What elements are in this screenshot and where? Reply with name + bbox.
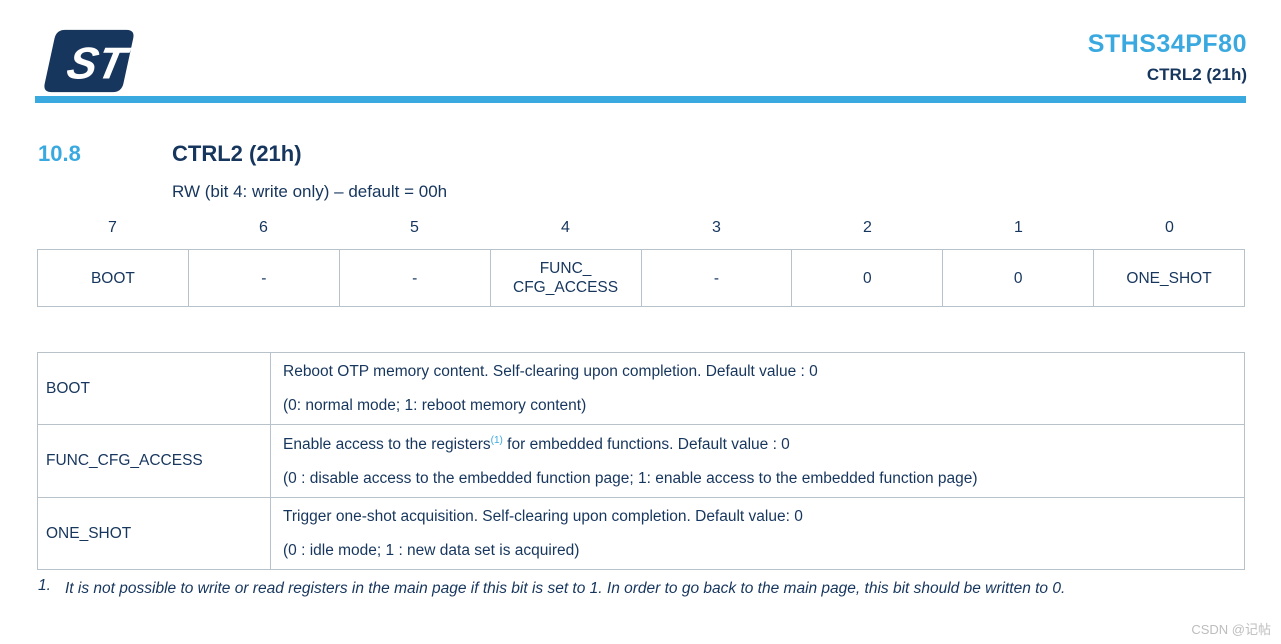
footnote-reference[interactable]: (1) — [490, 434, 503, 446]
bit-index-6: 6 — [259, 219, 268, 236]
desc-line: Enable access to the registers(1) for em… — [283, 435, 1234, 454]
field-name-func-cfg-access: FUNC_CFG_ACCESS — [37, 424, 271, 498]
table-row: FUNC_CFG_ACCESS Enable access to the reg… — [37, 424, 1245, 498]
desc-line: Reboot OTP memory content. Self-clearing… — [283, 363, 818, 380]
table-row: BOOT Reboot OTP memory content. Self-cle… — [37, 352, 1245, 425]
bit-field-4-line2: CFG_ACCESS — [513, 279, 619, 296]
desc-line: Trigger one-shot acquisition. Self-clear… — [283, 508, 803, 525]
desc-text-post: for embedded functions. Default value : … — [502, 435, 790, 453]
bit-index-4: 4 — [561, 219, 570, 236]
bit-description-table: BOOT Reboot OTP memory content. Self-cle… — [37, 352, 1245, 570]
desc-text-pre: Enable access to the registers — [283, 435, 491, 453]
header-titles: STHS34PF80 CTRL2 (21h) — [1088, 30, 1247, 85]
field-name-boot: BOOT — [37, 352, 271, 425]
footnote: 1. It is not possible to write or read r… — [38, 577, 1200, 600]
table-row: ONE_SHOT Trigger one-shot acquisition. S… — [37, 497, 1245, 570]
header-rule — [35, 96, 1246, 103]
bit-index-row: 7 6 5 4 3 2 1 0 — [37, 219, 1245, 237]
field-name-one-shot: ONE_SHOT — [37, 497, 271, 570]
bit-index-0: 0 — [1165, 219, 1174, 236]
register-bit-table: BOOT - - FUNC_ CFG_ACCESS - 0 0 ONE_SHOT — [37, 249, 1245, 307]
bit-field-row: BOOT - - FUNC_ CFG_ACCESS - 0 0 ONE_SHOT — [37, 249, 1245, 307]
st-logo-icon: ST — [44, 29, 134, 93]
field-desc-func-cfg-access: Enable access to the registers(1) for em… — [270, 424, 1245, 498]
bit-field-6: - — [187, 249, 340, 307]
bit-field-2: 0 — [791, 249, 944, 307]
document-register-subtitle: CTRL2 (21h) — [1146, 65, 1247, 84]
bit-field-4-line1: FUNC_ — [539, 260, 592, 277]
bit-index-7: 7 — [108, 219, 117, 236]
desc-line: (0: normal mode; 1: reboot memory conten… — [283, 397, 587, 414]
section-title: CTRL2 (21h) — [172, 141, 302, 166]
bit-index-5: 5 — [410, 219, 419, 236]
bit-field-4: FUNC_ CFG_ACCESS — [489, 249, 642, 307]
document-title: STHS34PF80 — [1087, 30, 1247, 58]
desc-line: (0 : disable access to the embedded func… — [283, 469, 978, 487]
desc-line: (0 : idle mode; 1 : new data set is acqu… — [283, 542, 580, 559]
bit-index-1: 1 — [1014, 219, 1023, 236]
field-desc-boot: Reboot OTP memory content. Self-clearing… — [270, 352, 1245, 425]
bit-field-0: ONE_SHOT — [1093, 249, 1245, 307]
section-number: 10.8 — [38, 141, 81, 166]
footnote-number: 1. — [38, 577, 51, 594]
footnote-text: It is not possible to write or read regi… — [65, 580, 1066, 597]
bit-field-3: - — [640, 249, 793, 307]
bit-index-2: 2 — [863, 219, 872, 236]
register-access-subtitle: RW (bit 4: write only) – default = 00h — [172, 182, 448, 201]
bit-index-3: 3 — [712, 219, 721, 236]
bit-field-5: - — [338, 249, 491, 307]
bit-field-7: BOOT — [37, 249, 189, 307]
watermark: CSDN @记帖 — [1191, 622, 1271, 637]
field-desc-one-shot: Trigger one-shot acquisition. Self-clear… — [270, 497, 1245, 570]
bit-field-1: 0 — [942, 249, 1095, 307]
